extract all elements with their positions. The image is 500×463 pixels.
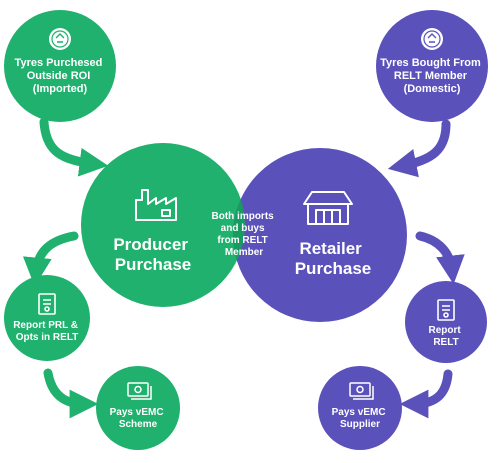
store-icon xyxy=(303,191,353,225)
arrow-report-to-scheme xyxy=(43,368,99,419)
retailer-label: Retailer Purchase xyxy=(295,239,372,278)
factory-icon xyxy=(135,189,177,221)
seal-icon xyxy=(421,28,443,50)
report-relt-label: Report RELT xyxy=(428,325,463,348)
document-icon xyxy=(38,293,56,315)
producer-label: Producer Purchase xyxy=(113,235,192,274)
report-relt-circle xyxy=(405,281,487,363)
tyres-domestic-label: Tyres Bought From RELT Member (Domestic) xyxy=(380,57,484,95)
arrow-producer-to-report xyxy=(22,231,79,287)
arrow-domestic-to-retailer xyxy=(387,119,451,178)
seal-icon xyxy=(49,28,71,50)
tyres-imported-circle xyxy=(4,10,116,122)
document-icon xyxy=(437,299,455,321)
money-icon xyxy=(127,382,152,400)
arrow-imported-to-producer xyxy=(39,117,109,177)
retailer-circle xyxy=(233,148,407,322)
tyres-imported-label: Tyres Purchesed Outside ROI (Imported) xyxy=(15,57,106,95)
pays-supplier-circle xyxy=(318,366,402,450)
pays-scheme-circle xyxy=(96,366,180,450)
arrow-report-to-supplier xyxy=(399,369,453,419)
producer-circle xyxy=(81,143,245,307)
pays-supplier-label: Pays vEMC Supplier xyxy=(332,407,389,430)
report-prl-label: Report PRL & Opts in RELT xyxy=(13,320,81,343)
pays-scheme-label: Pays vEMC Scheme xyxy=(110,407,167,430)
arrow-retailer-to-report xyxy=(415,231,465,285)
money-icon xyxy=(349,382,374,400)
report-prl-circle xyxy=(4,275,90,361)
overlap-label: Both imports and buys from RELT Member xyxy=(212,211,277,258)
tyres-domestic-circle xyxy=(376,10,488,122)
